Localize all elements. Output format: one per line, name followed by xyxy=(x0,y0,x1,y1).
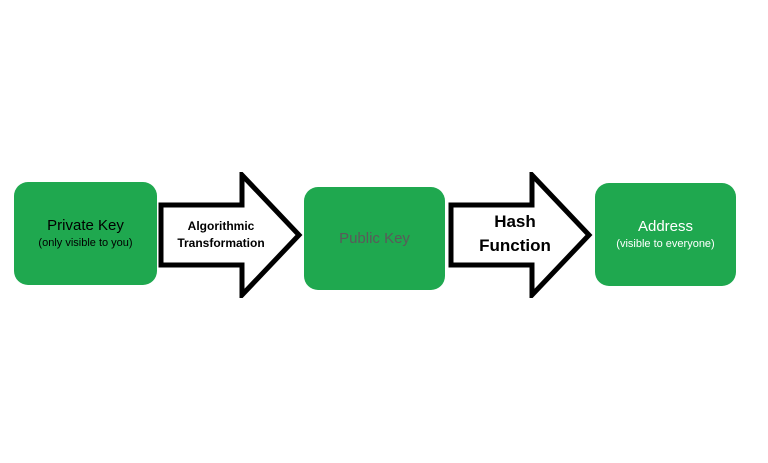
private-key-box: Private Key (only visible to you) xyxy=(14,182,157,285)
arrow-right-icon xyxy=(158,172,303,298)
hash-label-line2: Function xyxy=(479,236,551,255)
arrow-right-icon xyxy=(448,172,593,298)
address-title: Address xyxy=(637,218,694,235)
hash-function-arrow: Hash Function xyxy=(448,172,594,298)
hash-label-line1: Hash xyxy=(494,212,536,231)
algorithmic-transformation-arrow: Algorithmic Transformation xyxy=(158,172,304,298)
algorithmic-label-line1: Algorithmic xyxy=(187,219,255,233)
algorithmic-label-line2: Transformation xyxy=(177,236,265,250)
public-key-box: Public Key xyxy=(304,187,445,290)
private-key-title: Private Key xyxy=(47,217,124,234)
private-key-subtitle: (only visible to you) xyxy=(38,237,133,249)
public-key-title: Public Key xyxy=(339,229,410,247)
address-box: Address (visible to everyone) xyxy=(595,183,736,286)
address-subtitle: (visible to everyone) xyxy=(616,238,715,250)
